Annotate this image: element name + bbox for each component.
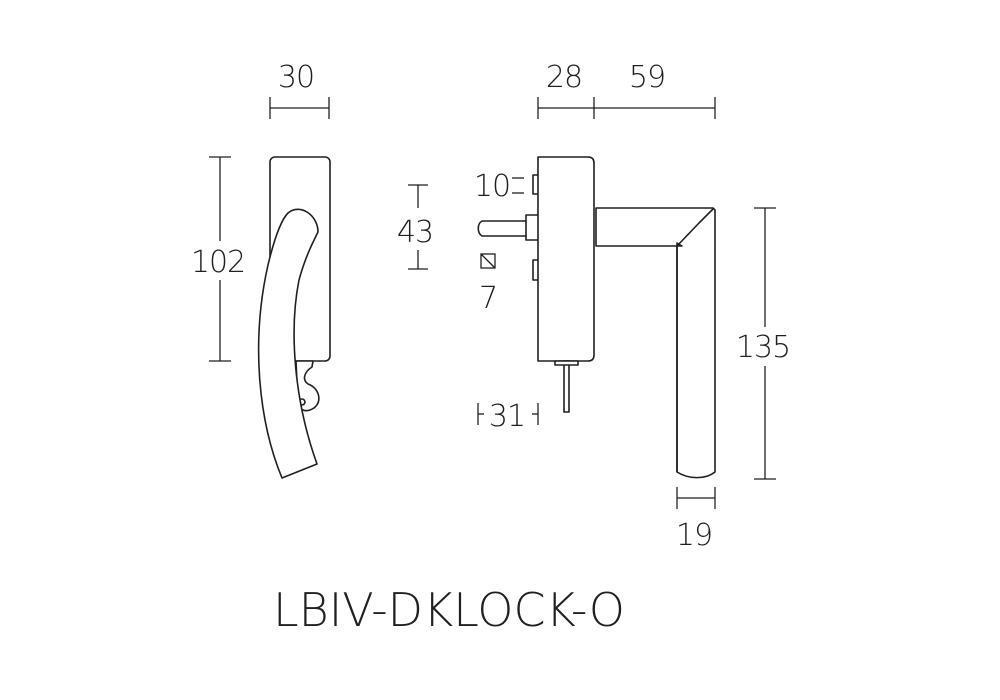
side-lever-bend-face (676, 208, 714, 247)
dim-side-top: 28 59 (537, 60, 716, 119)
side-key-stem (563, 360, 570, 413)
dim-label-lever-width: 19 (676, 518, 712, 553)
front-curved-handle (257, 208, 319, 479)
side-rose-body (537, 156, 595, 362)
dim-label-rose-depth: 28 (546, 60, 582, 95)
dim-lever-length: 135 (736, 207, 791, 480)
dim-label-lever-projection: 59 (629, 60, 665, 95)
dim-spindle-offset: 43 (397, 184, 434, 270)
side-key-neck (554, 360, 579, 366)
side-spindle (477, 220, 528, 237)
dim-front-height: 102 (191, 156, 246, 362)
product-code: LBIV-DKLOCK-O (273, 583, 625, 637)
dim-label-key-clearance: 31 (489, 399, 525, 434)
dim-label-lever-length: 135 (736, 330, 790, 365)
dim-label-spindle-offset: 43 (397, 215, 433, 250)
dim-label-screw-gap: 10 (474, 169, 510, 204)
dim-front-width: 30 (269, 60, 330, 119)
dim-label-front-height: 102 (191, 245, 245, 280)
side-lever (595, 207, 716, 479)
dim-lever-width: 19 (676, 487, 716, 553)
side-view (477, 156, 716, 479)
dim-label-front-width: 30 (278, 60, 314, 95)
front-view (257, 156, 331, 479)
dim-spindle-square: 7 (479, 253, 498, 316)
dim-key-clearance: 31 (477, 399, 539, 434)
dim-screw-gap: 10 (474, 169, 524, 204)
side-spindle-collar (525, 214, 540, 241)
dim-label-spindle-square: 7 (479, 281, 497, 316)
